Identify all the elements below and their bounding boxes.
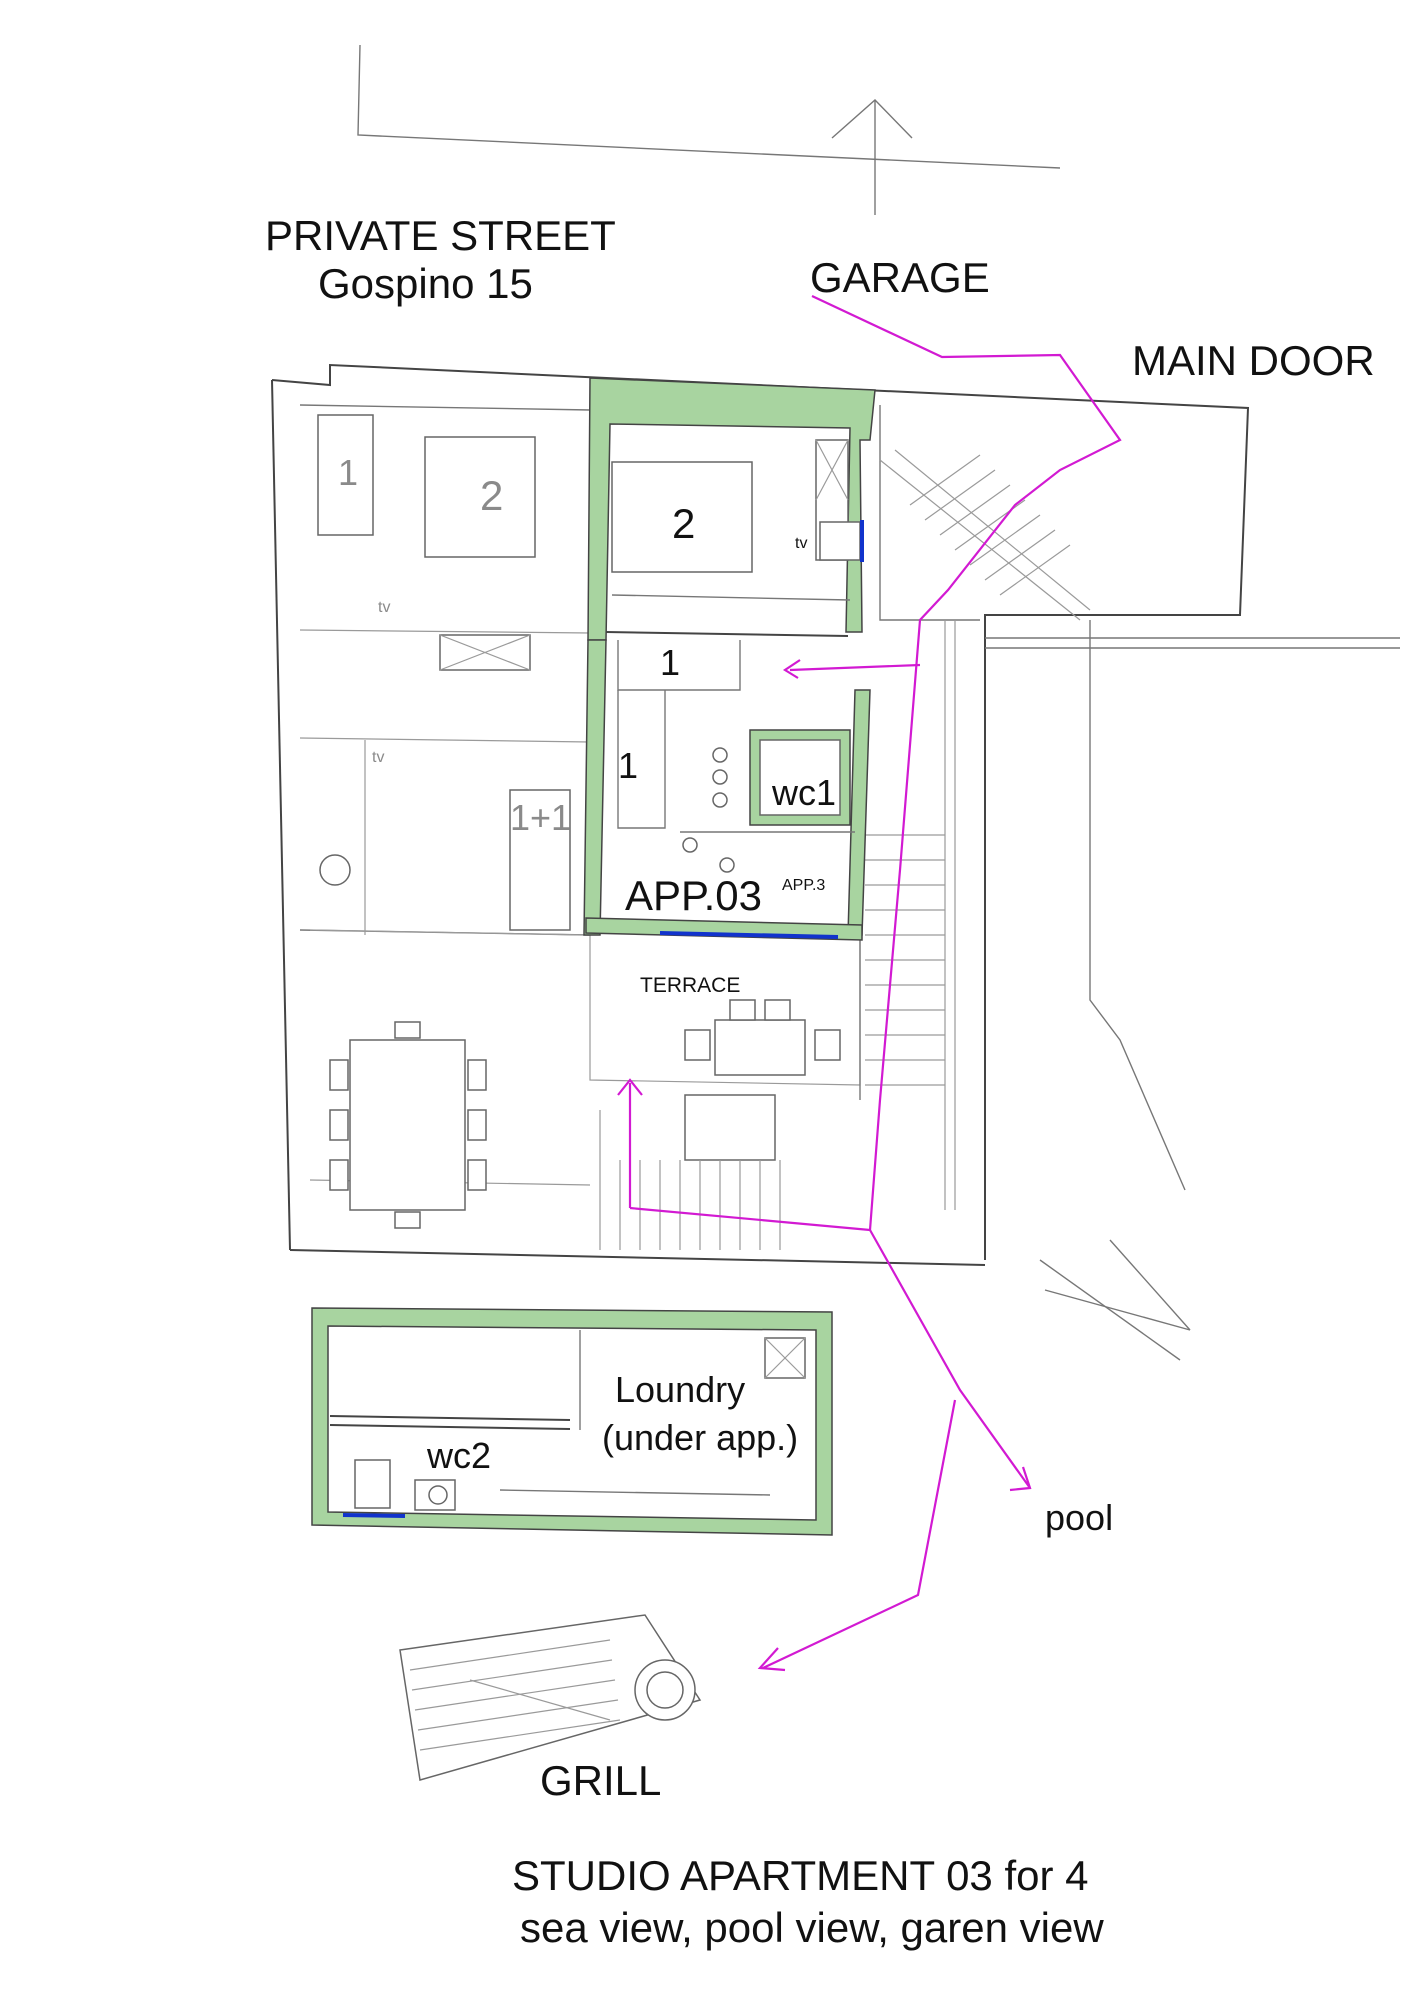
grill-structure — [399, 1614, 702, 1781]
left-unit-furniture — [317, 414, 571, 1229]
sofa-bed-label: 1+1 — [510, 797, 571, 838]
wc1-label: wc1 — [771, 772, 836, 813]
street-number: Gospino 15 — [318, 260, 533, 307]
terrace-label: TERRACE — [640, 974, 740, 997]
terrace-area — [599, 999, 841, 1250]
grill-label: GRILL — [540, 1757, 661, 1804]
property-lines — [357, 44, 1061, 215]
stairs-corridor — [865, 405, 1400, 1361]
bed-label: 2 — [480, 472, 503, 519]
wc2-label: wc2 — [426, 1435, 491, 1476]
bed-label: 1 — [660, 642, 680, 683]
main-door-label: MAIN DOOR — [1132, 337, 1375, 384]
street-title: PRIVATE STREET — [265, 212, 616, 259]
apartment-label: APP.03 — [625, 872, 762, 919]
garage-label: GARAGE — [810, 254, 990, 301]
footer-title: STUDIO APARTMENT 03 for 4 — [512, 1852, 1089, 1899]
apartment-small-label: APP.3 — [782, 877, 825, 894]
route-arrows — [617, 295, 1122, 1672]
pool-label: pool — [1045, 1497, 1113, 1538]
tv-label: tv — [795, 535, 807, 552]
laundry-sub-label: (under app.) — [602, 1417, 798, 1458]
bed-label: 2 — [672, 500, 695, 547]
bed-label: 1 — [618, 745, 638, 786]
bed-label: 1 — [338, 452, 358, 493]
laundry-building — [311, 1307, 833, 1536]
tv-label: tv — [372, 749, 384, 766]
tv-label: tv — [378, 599, 390, 616]
apartment-walls — [583, 377, 876, 941]
laundry-label: Loundry — [615, 1369, 745, 1410]
footer-subtitle: sea view, pool view, garen view — [520, 1904, 1104, 1951]
